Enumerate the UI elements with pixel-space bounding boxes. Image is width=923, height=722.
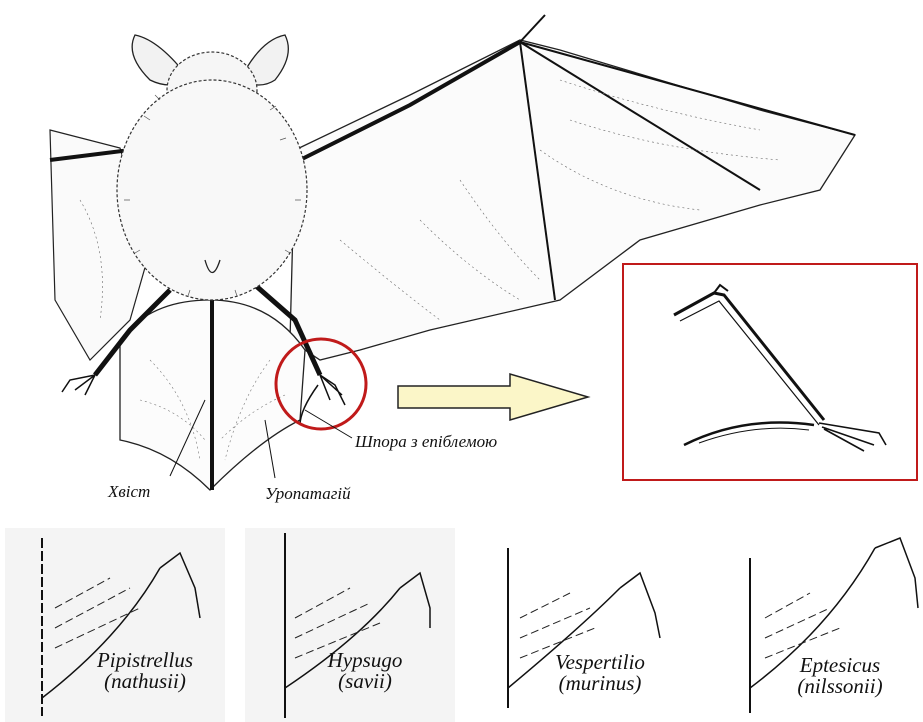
uropatagium-label: Уропатагій (265, 484, 351, 504)
species-label-vespertilio: Vespertilio (murinus) (525, 652, 675, 694)
species-genus: Eptesicus (765, 655, 915, 676)
species-label-pipistrellus: Pipistrellus (nathusii) (70, 650, 220, 692)
species-genus: Hypsugo (300, 650, 430, 671)
bat-body (117, 80, 307, 300)
right-foot (320, 375, 345, 405)
thumb-claw (520, 15, 545, 42)
species-genus: Pipistrellus (70, 650, 220, 671)
species-label-eptesicus: Eptesicus (nilssonii) (765, 655, 915, 697)
spur-leader-line (305, 410, 352, 438)
left-foot (62, 375, 95, 395)
spur-detail-drawing (624, 265, 916, 479)
spur-detail-inset (622, 263, 918, 481)
zoom-arrow (398, 374, 588, 420)
species-epithet: (nathusii) (70, 671, 220, 692)
species-epithet: (nilssonii) (765, 676, 915, 697)
species-epithet: (savii) (300, 671, 430, 692)
spur-label: Шпора з епіблемою (355, 432, 497, 452)
species-label-hypsugo: Hypsugo (savii) (300, 650, 430, 692)
species-genus: Vespertilio (525, 652, 675, 673)
species-epithet: (murinus) (525, 673, 675, 694)
tail-label: Хвіст (108, 482, 150, 502)
